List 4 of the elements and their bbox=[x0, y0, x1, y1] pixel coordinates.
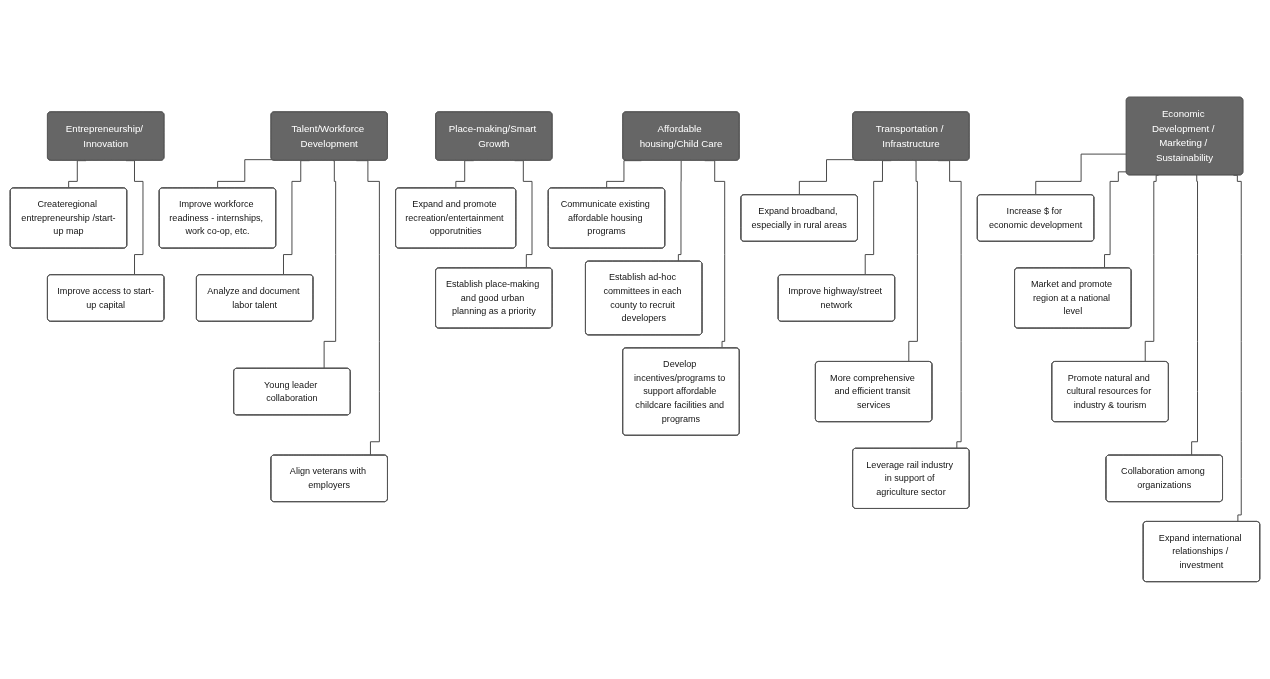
connector bbox=[798, 159, 855, 196]
connector bbox=[217, 159, 273, 189]
connector bbox=[1035, 153, 1128, 196]
connector bbox=[675, 160, 682, 262]
